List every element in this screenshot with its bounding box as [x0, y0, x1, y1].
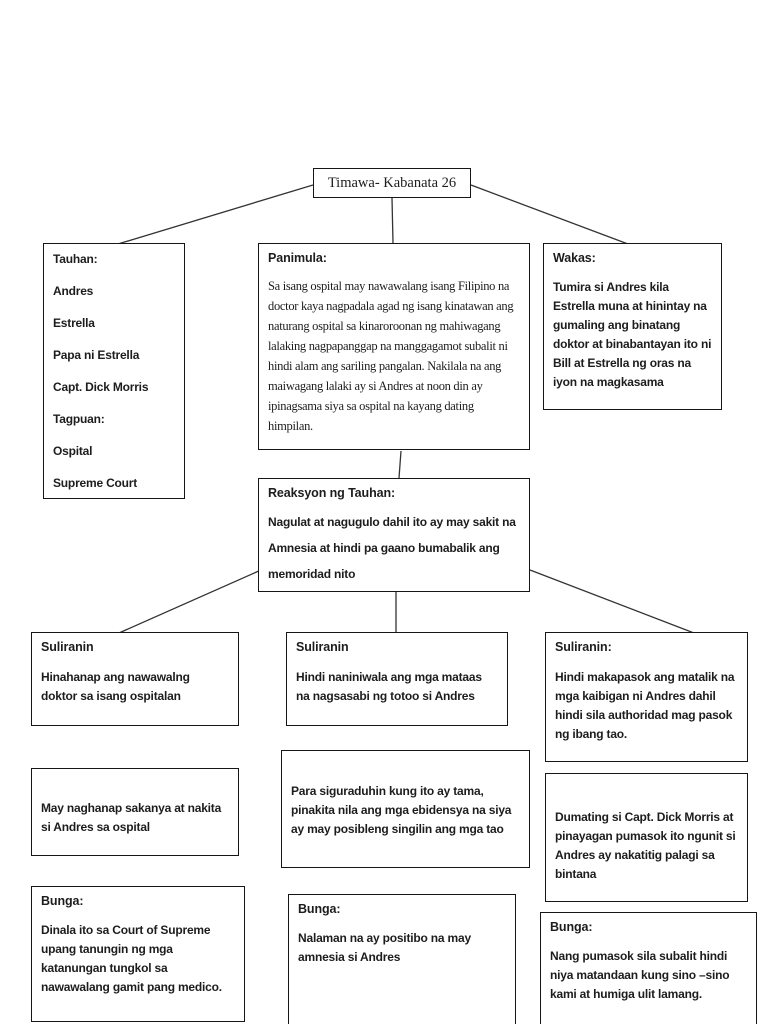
bunga-left-body: Dinala ito sa Court of Supreme upang tan…	[41, 923, 222, 994]
connector-title-to-wakas	[470, 184, 629, 245]
detail-left-body: May naghanap sakanya at nakita si Andres…	[41, 801, 222, 834]
tauhan-line: Capt. Dick Morris	[53, 380, 149, 394]
tauhan-line: Estrella	[53, 316, 95, 330]
bunga-right-title: Bunga:	[550, 920, 593, 934]
suliranin-left-body: Hinahanap ang nawawalng doktor sa isang …	[41, 670, 190, 703]
node-main-title: Timawa- Kabanata 26	[313, 168, 471, 198]
tauhan-line: Andres	[53, 284, 94, 298]
reaksyon-title: Reaksyon ng Tauhan:	[268, 486, 396, 500]
tauhan-line: Papa ni Estrella	[53, 348, 140, 362]
node-suliranin-center: Suliranin Hindi naniniwala ang mga mataa…	[286, 632, 508, 726]
node-detail-right: Dumating si Capt. Dick Morris at pinayag…	[545, 773, 748, 902]
node-panimula: Panimula: Sa isang ospital may nawawalan…	[258, 243, 530, 450]
suliranin-center-title: Suliranin	[296, 640, 349, 654]
bunga-right-body: Nang pumasok sila subalit hindi niya mat…	[550, 949, 730, 1001]
node-bunga-right: Bunga: Nang pumasok sila subalit hindi n…	[540, 912, 757, 1024]
connector-reaksyon-to-suliranin-left	[118, 569, 262, 634]
detail-center-body: Para siguraduhin kung ito ay tama, pinak…	[291, 784, 512, 836]
tauhan-line: Tagpuan:	[53, 412, 105, 426]
bunga-center-title: Bunga:	[298, 902, 341, 916]
node-bunga-left: Bunga: Dinala ito sa Court of Supreme up…	[31, 886, 245, 1022]
node-detail-center: Para siguraduhin kung ito ay tama, pinak…	[281, 750, 530, 868]
node-suliranin-right: Suliranin: Hindi makapasok ang matalik n…	[545, 632, 748, 762]
suliranin-center-body: Hindi naniniwala ang mga mataas na nagsa…	[296, 670, 482, 703]
wakas-title: Wakas:	[553, 251, 596, 265]
suliranin-right-title: Suliranin:	[555, 640, 612, 654]
node-detail-left: May naghanap sakanya at nakita si Andres…	[31, 768, 239, 856]
tauhan-line: Supreme Court	[53, 476, 138, 490]
suliranin-left-title: Suliranin	[41, 640, 94, 654]
bunga-left-title: Bunga:	[41, 894, 84, 908]
node-suliranin-left: Suliranin Hinahanap ang nawawalng doktor…	[31, 632, 239, 726]
panimula-title: Panimula:	[268, 251, 327, 265]
reaksyon-body: Nagulat at nagugulo dahil ito ay may sak…	[268, 515, 516, 581]
connector-reaksyon-to-suliranin-right	[529, 569, 695, 634]
tauhan-line: Ospital	[53, 444, 93, 458]
suliranin-right-body: Hindi makapasok ang matalik na mga kaibi…	[555, 670, 735, 741]
main-title-text: Timawa- Kabanata 26	[327, 174, 457, 191]
bunga-center-body: Nalaman na ay positibo na may amnesia si…	[298, 931, 471, 964]
node-wakas: Wakas: Tumira si Andres kila Estrella mu…	[543, 243, 722, 410]
node-reaksyon: Reaksyon ng Tauhan: Nagulat at nagugulo …	[258, 478, 530, 592]
connector-title-to-panimula	[391, 197, 394, 244]
connector-title-to-tauhan	[117, 184, 314, 245]
wakas-body: Tumira si Andres kila Estrella muna at h…	[553, 280, 712, 389]
detail-right-body: Dumating si Capt. Dick Morris at pinayag…	[555, 810, 736, 881]
connector-panimula-to-reaksyon	[398, 450, 402, 479]
node-bunga-center: Bunga: Nalaman na ay positibo na may amn…	[288, 894, 516, 1024]
panimula-body: Sa isang ospital may nawawalang isang Fi…	[268, 279, 514, 433]
node-tauhan: Tauhan: Andres Estrella Papa ni Estrella…	[43, 243, 185, 499]
tauhan-line: Tauhan:	[53, 252, 98, 266]
